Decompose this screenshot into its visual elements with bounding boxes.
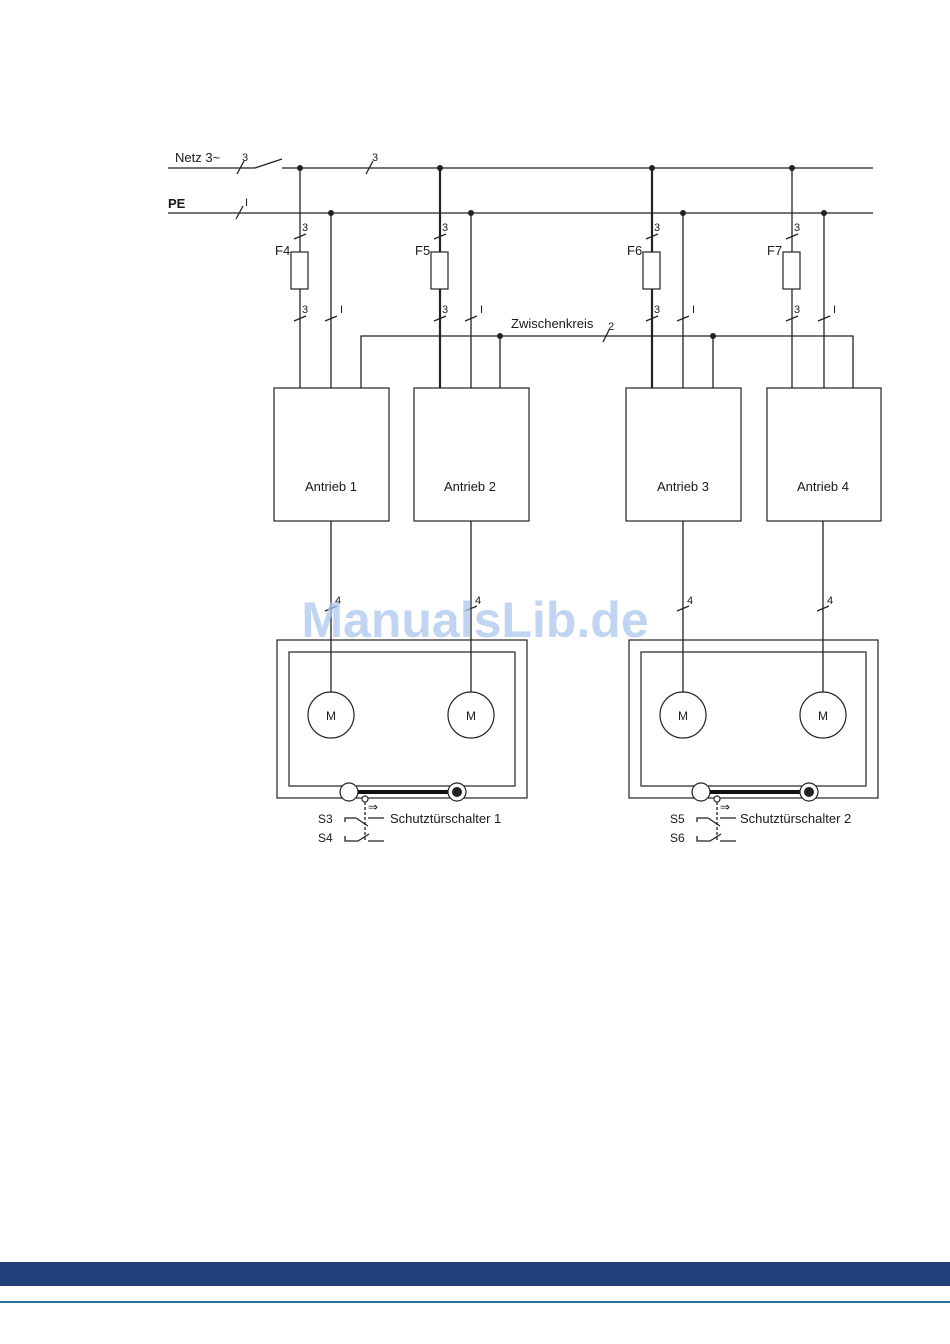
svg-text:3: 3: [654, 222, 660, 234]
zwischenkreis-count: 2: [608, 321, 614, 333]
svg-text:M: M: [678, 709, 688, 723]
drive-label-4: Antrieb 4: [797, 479, 849, 494]
netz-count-1: 3: [242, 152, 248, 164]
svg-text:M: M: [466, 709, 476, 723]
fuse-label-f5: F5: [415, 243, 430, 258]
pe-count: I: [245, 197, 248, 209]
door-hinge-1: [340, 783, 358, 801]
svg-text:3: 3: [302, 304, 308, 316]
svg-text:3: 3: [302, 222, 308, 234]
watermark: ManualsLib.de: [301, 592, 648, 648]
switch-label-s4: S4: [318, 831, 333, 845]
svg-text:3: 3: [442, 304, 448, 316]
drive-box-3: [626, 388, 741, 521]
drive-box-2: [414, 388, 529, 521]
footer-band: [0, 1262, 950, 1286]
fuse-f7: [783, 252, 800, 289]
arrow-icon: ⇒: [720, 800, 730, 814]
switch-label-s5: S5: [670, 812, 685, 826]
svg-text:I: I: [833, 304, 836, 316]
fuse-f4: [291, 252, 308, 289]
svg-text:I: I: [480, 304, 483, 316]
fuse-label-f7: F7: [767, 243, 782, 258]
switch-label-s6: S6: [670, 831, 685, 845]
fuse-f6: [643, 252, 660, 289]
svg-text:4: 4: [687, 595, 693, 607]
svg-text:3: 3: [794, 222, 800, 234]
pe-label: PE: [168, 196, 186, 211]
door-switch-label-2: Schutztürschalter 2: [740, 811, 851, 826]
door-switch-label-1: Schutztürschalter 1: [390, 811, 501, 826]
svg-text:3: 3: [654, 304, 660, 316]
svg-text:M: M: [326, 709, 336, 723]
netz-count-2: 3: [372, 152, 378, 164]
netz-label: Netz 3~: [175, 150, 221, 165]
svg-text:4: 4: [827, 595, 833, 607]
arrow-icon: ⇒: [368, 800, 378, 814]
svg-text:I: I: [340, 304, 343, 316]
drive-label-2: Antrieb 2: [444, 479, 496, 494]
fuse-label-f4: F4: [275, 243, 290, 258]
switch-label-s3: S3: [318, 812, 333, 826]
door-hinge-2: [692, 783, 710, 801]
svg-text:M: M: [818, 709, 828, 723]
fuse-f5: [431, 252, 448, 289]
svg-text:3: 3: [442, 222, 448, 234]
svg-text:3: 3: [794, 304, 800, 316]
drive-box-4: [767, 388, 881, 521]
svg-text:I: I: [692, 304, 695, 316]
drive-box-1: [274, 388, 389, 521]
footer-line: [0, 1301, 950, 1303]
main-switch: [255, 159, 282, 168]
fuse-label-f6: F6: [627, 243, 642, 258]
zwischenkreis-label: Zwischenkreis: [511, 316, 594, 331]
drive-label-3: Antrieb 3: [657, 479, 709, 494]
drive-label-1: Antrieb 1: [305, 479, 357, 494]
